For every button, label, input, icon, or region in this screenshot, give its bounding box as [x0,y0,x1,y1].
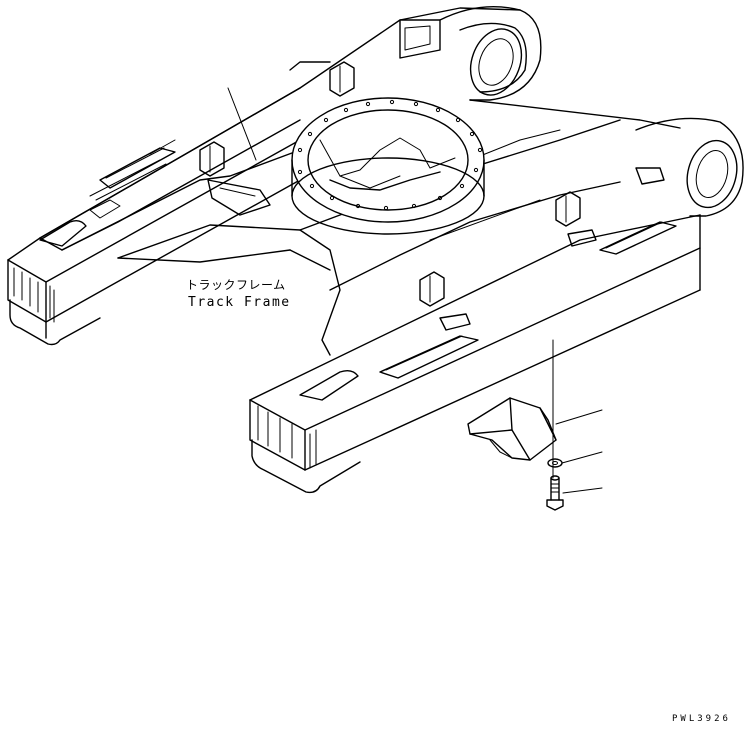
rear-frame-brackets [199,61,355,216]
part-washer [547,458,563,468]
front-idler-housing [635,117,744,217]
part-leader-lines [555,409,603,494]
track-frame-label-jp: トラックフレーム [186,278,286,292]
rear-idler-housing [399,6,542,101]
track-frame-leader [227,87,257,161]
part-guard-bracket [467,397,557,461]
drawing-code: PWL3926 [672,714,731,724]
part-bolt [546,475,564,511]
track-frame-label-en: Track Frame [188,295,291,310]
front-track-frame [249,191,701,494]
swing-circle-mount [291,97,485,235]
rear-track-frame [7,87,301,346]
